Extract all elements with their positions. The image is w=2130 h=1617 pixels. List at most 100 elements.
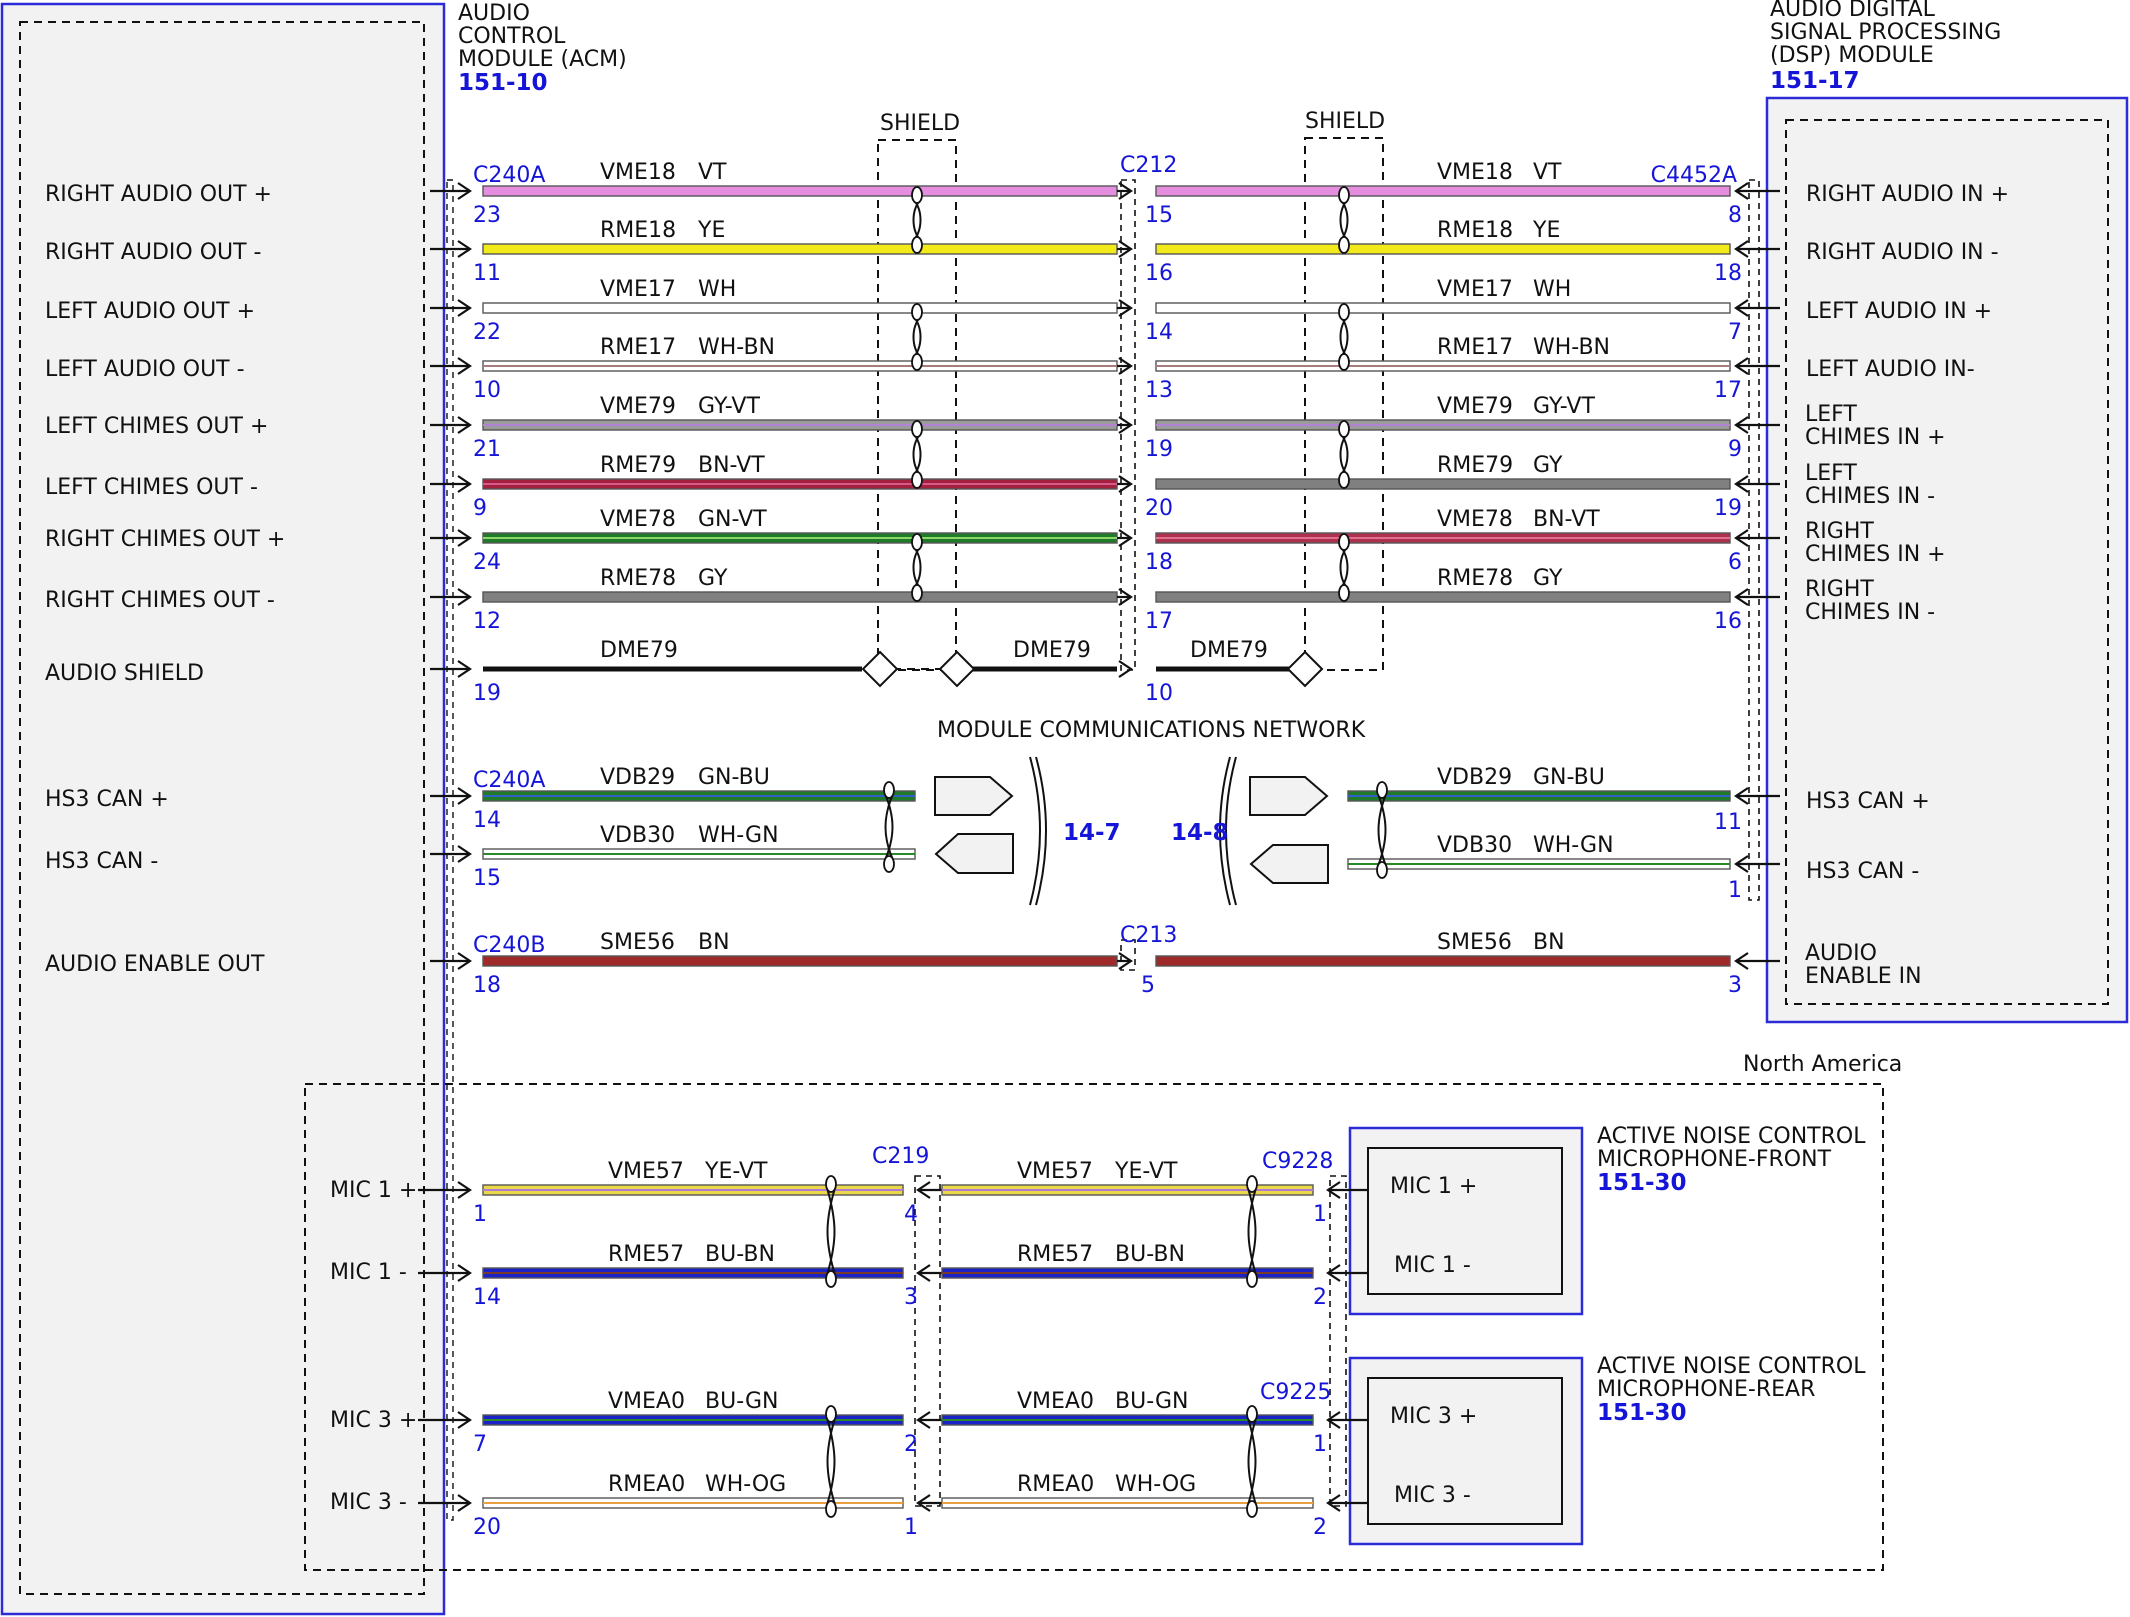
twisted-pair-left-3-top	[911, 420, 923, 438]
dsp-pin-label: LEFT AUDIO IN +	[1806, 299, 1992, 324]
audio-circuit-3-acm-pin-number: 22	[473, 320, 501, 345]
mic-circuit-3-mic-pin-number: 1	[1313, 1432, 1327, 1457]
mic-rear-ref: 151-30	[1597, 1400, 1687, 1426]
audio-circuit-3-left-name: VME17	[600, 277, 676, 302]
audio-circuit-8-right-wire	[1155, 591, 1731, 603]
audio-circuit-6-acm-pin-arrow	[457, 475, 472, 493]
shield-right-label: SHIELD	[1305, 109, 1385, 134]
connector-c9228-label: C9228	[1262, 1149, 1333, 1174]
acm-pin-label: RIGHT AUDIO OUT +	[45, 182, 272, 207]
connector-c240b-label: C240B	[473, 933, 545, 958]
can-circuit-1-right-color: GN-BU	[1533, 765, 1605, 790]
connector-c9225-label: C9225	[1260, 1380, 1331, 1405]
shield-left-box	[877, 139, 957, 671]
can-circuit-2-acm-pin-number: 15	[473, 866, 501, 891]
mic-front-inner-box	[1367, 1147, 1563, 1295]
can-offpage-left-2	[934, 833, 1014, 874]
mic-circuit-4-right-name: RMEA0	[1017, 1472, 1094, 1497]
mic-circuit-3-right-name: VMEA0	[1017, 1389, 1094, 1414]
mic-circuit-1-right-color: YE-VT	[1114, 1159, 1178, 1184]
twisted-pair-left-3-bottom	[911, 471, 923, 489]
dsp-pin-label: HS3 CAN +	[1806, 789, 1930, 814]
acm-pin-label: LEFT AUDIO OUT +	[45, 299, 255, 324]
can-circuit-2-left-name: VDB30	[600, 823, 675, 848]
acm-mic-pin-label: MIC 1 +	[330, 1178, 417, 1203]
can-circuit-2-acm-arrow	[457, 845, 472, 863]
dsp-pin-label: RIGHT	[1805, 577, 1874, 602]
dsp-pin-label: RIGHT AUDIO IN -	[1806, 240, 1999, 265]
audio-circuit-4-left-color: WH-BN	[698, 335, 775, 360]
audio-circuit-3-right-color: WH	[1533, 277, 1571, 302]
audio-circuit-7-left-name: VME78	[600, 507, 676, 532]
acm-module-box	[0, 2, 446, 1616]
audio-circuit-8-left-color: GY	[698, 566, 728, 591]
audio-circuit-4-c212-pin-number: 13	[1145, 378, 1173, 403]
audio-circuit-2-right-wire	[1155, 243, 1731, 255]
acm-connector-outline	[446, 179, 454, 1521]
audio-circuit-3-dsp-pin-number: 7	[1728, 320, 1742, 345]
acm-pin-label: RIGHT CHIMES OUT +	[45, 527, 285, 552]
can-circuit-1-left-color: GN-BU	[698, 765, 770, 790]
mic-circuit-3-left-name: VMEA0	[608, 1389, 685, 1414]
can-twisted-pair-right	[1377, 793, 1387, 867]
twisted-pair-right-1-top	[1338, 186, 1350, 204]
network-title: MODULE COMMUNICATIONS NETWORK	[937, 718, 1366, 743]
audio-circuit-3-c212-pin-number: 14	[1145, 320, 1173, 345]
audio-circuit-7-dsp-pin-arrow	[1734, 529, 1749, 547]
drain-right-name: DME79	[1190, 638, 1268, 663]
mic-twist-right-1-top	[1246, 1175, 1258, 1193]
audio-circuit-1-dsp-pin-arrow	[1734, 182, 1749, 200]
mic-circuit-1-left-color: YE-VT	[704, 1159, 768, 1184]
audio-circuit-7-acm-pin-number: 24	[473, 550, 501, 575]
acm-mic-pin-label: MIC 3 +	[330, 1408, 417, 1433]
mic-twist-right-1	[1247, 1187, 1257, 1276]
acm-pin-label: LEFT CHIMES OUT +	[45, 414, 268, 439]
dsp-pin-label: LEFT AUDIO IN-	[1806, 357, 1975, 382]
mic-rear-title-line-1: ACTIVE NOISE CONTROL	[1597, 1354, 1866, 1379]
can-circuit-2-right-name: VDB30	[1437, 833, 1512, 858]
mic-circuit-4-left-name: RMEA0	[608, 1472, 685, 1497]
audio-circuit-8-acm-pin-number: 12	[473, 609, 501, 634]
twisted-pair-right-3-top	[1338, 420, 1350, 438]
audio-circuit-5-right-color: GY-VT	[1533, 394, 1595, 419]
acm-pin-label: LEFT AUDIO OUT -	[45, 357, 245, 382]
twisted-pair-left-1-bottom	[911, 236, 923, 254]
north-america-dashed-box	[304, 1083, 1884, 1571]
connector-c240a-can-label: C240A	[473, 768, 545, 793]
audio-circuit-7-right-color: BN-VT	[1533, 507, 1600, 532]
enable-acm-pin-number: 18	[473, 973, 501, 998]
audio-circuit-1-right-wire	[1155, 185, 1731, 197]
mic-twist-left-1-bottom	[825, 1270, 837, 1288]
audio-circuit-7-c212-pin-number: 18	[1145, 550, 1173, 575]
audio-circuit-4-dsp-pin-arrow	[1734, 357, 1749, 375]
mic-circuit-3-acm-arrow	[457, 1411, 472, 1429]
mic-circuit-4-left-color: WH-OG	[705, 1472, 786, 1497]
dsp-pin-label: RIGHT	[1805, 519, 1874, 544]
audio-circuit-4-acm-pin-number: 10	[473, 378, 501, 403]
enable-acm-arrow	[457, 952, 472, 970]
enable-right-wire	[1155, 955, 1731, 967]
audio-circuit-4-left-name: RME17	[600, 335, 676, 360]
audio-circuit-5-c212-pin-number: 19	[1145, 437, 1173, 462]
mic-circuit-2-left-name: RME57	[608, 1242, 684, 1267]
audio-circuit-6-right-wire	[1155, 478, 1731, 490]
acm-mic-pin-label: MIC 3 -	[330, 1490, 407, 1515]
network-left-ref: 14-7	[1063, 820, 1121, 846]
can-offpage-left-1	[934, 776, 1014, 816]
connector-c212-label: C212	[1120, 153, 1177, 178]
drain-acm-pin-number: 19	[473, 681, 501, 706]
shield-ground-diamond-2	[938, 650, 976, 688]
acm-inner-dashed-box	[19, 21, 425, 1595]
mic-twist-left-2	[826, 1417, 836, 1506]
audio-circuit-6-dsp-pin-arrow	[1734, 475, 1749, 493]
audio-circuit-2-left-wire	[482, 243, 1118, 255]
mic-circuit-4-acm-arrow	[457, 1494, 472, 1512]
mic-front-title-line-2: MICROPHONE-FRONT	[1597, 1147, 1832, 1172]
audio-circuit-1-right-name: VME18	[1437, 160, 1513, 185]
audio-circuit-5-left-name: VME79	[600, 394, 676, 419]
audio-circuit-5-dsp-pin-arrow	[1734, 416, 1749, 434]
can-circuit-2-dsp-arrow	[1734, 855, 1749, 873]
audio-circuit-7-left-color: GN-VT	[698, 507, 767, 532]
mic-rear-module-box	[1348, 1356, 1584, 1546]
dsp-title-line-2: SIGNAL PROCESSING	[1770, 20, 2001, 45]
